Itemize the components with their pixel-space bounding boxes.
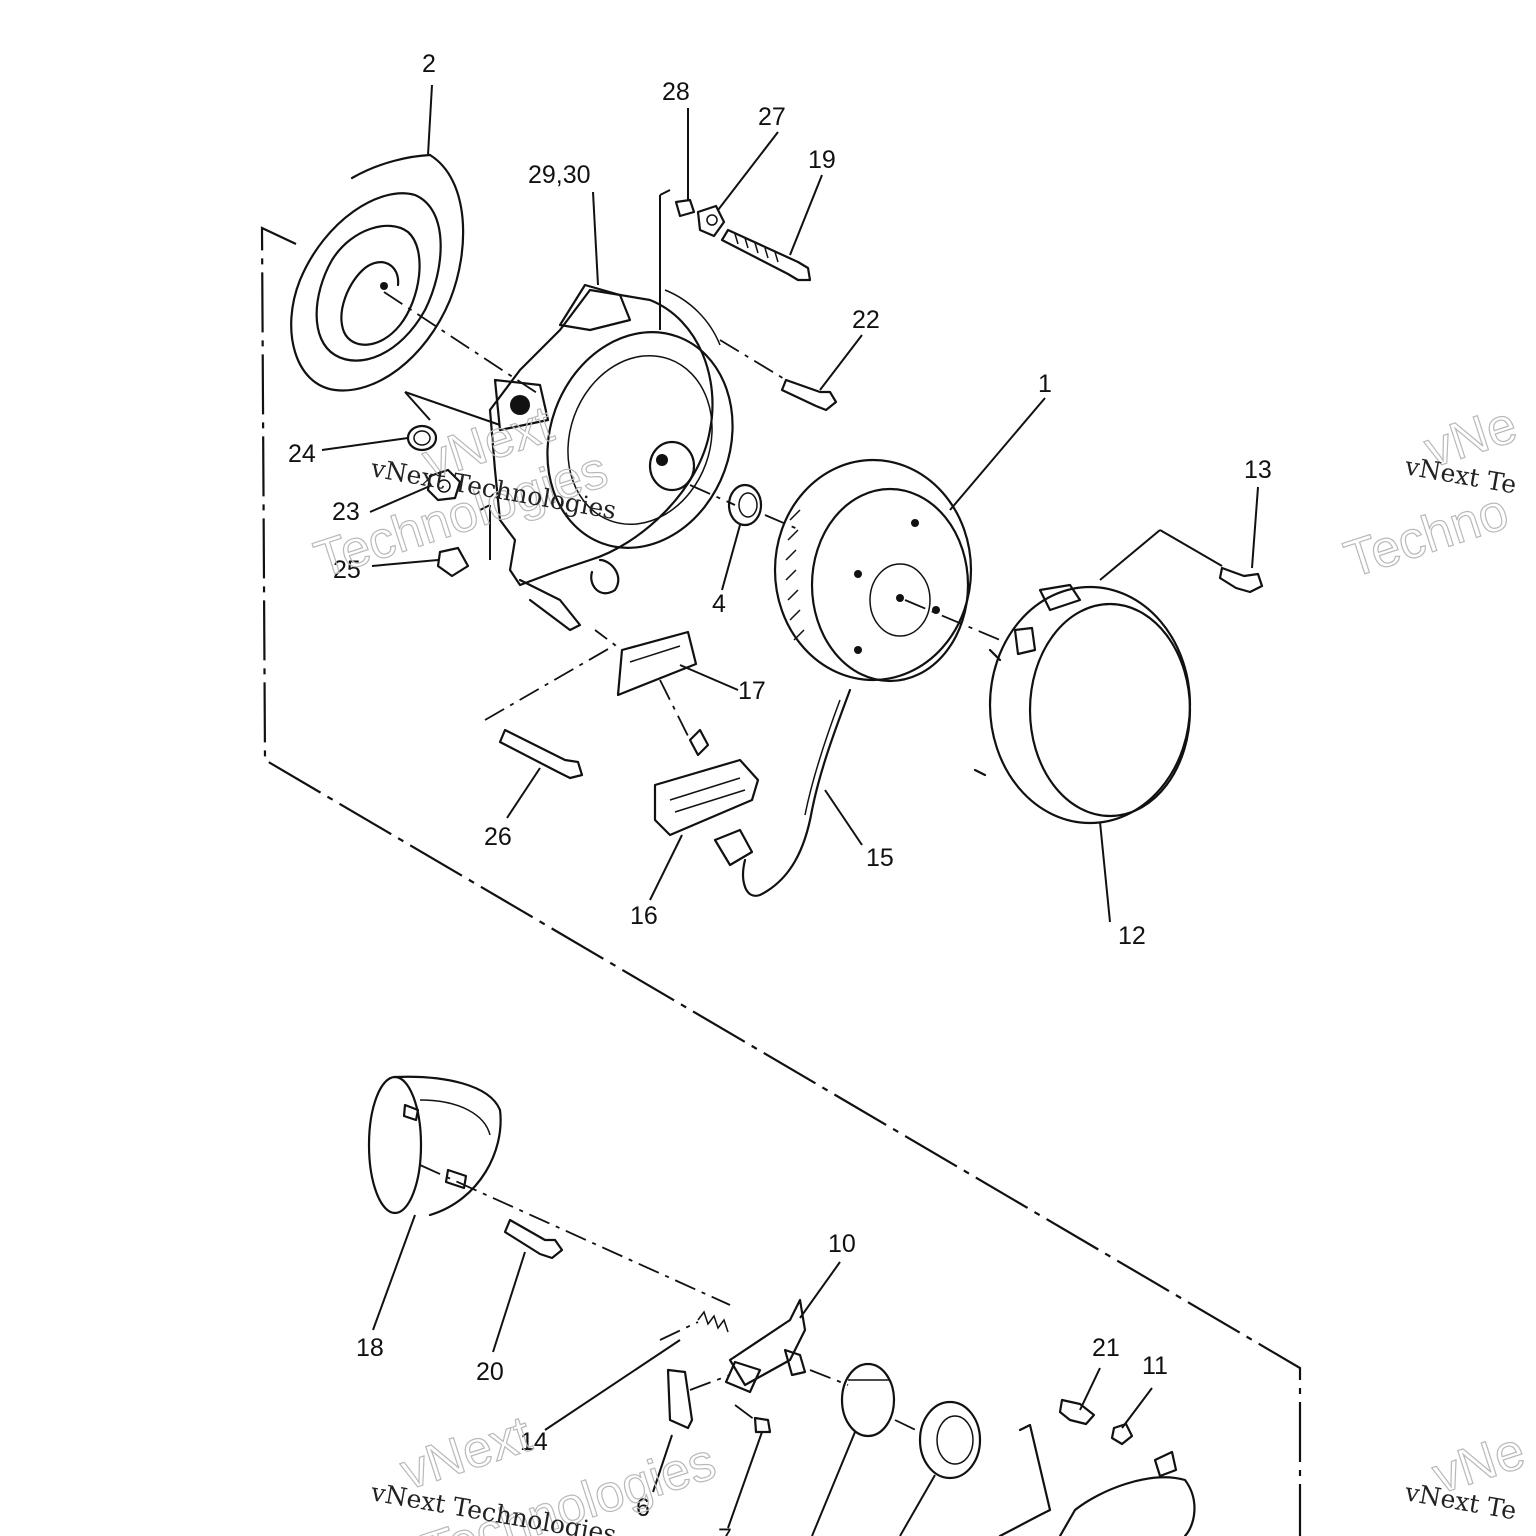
- callout-28: 28: [662, 78, 690, 106]
- washer-part: [894, 1400, 982, 1480]
- bolt-part-21: [1058, 1398, 1096, 1426]
- recoil-spring: [290, 153, 541, 396]
- callout-2: 2: [422, 50, 436, 78]
- callout-11: 11: [1142, 1352, 1168, 1380]
- callout-19: 19: [808, 146, 836, 174]
- bolt-part-22: [719, 339, 838, 412]
- bolt-part-19: [720, 228, 812, 282]
- callout-10: 10: [828, 1230, 856, 1258]
- seal-part-4: [727, 483, 801, 531]
- collar-part: [809, 1362, 896, 1438]
- callout-23: 23: [332, 498, 360, 526]
- pulley-part-1: [773, 458, 1001, 683]
- callout-labels: 2 28 27 19 29,30 22 1 13 24 23 25 4 17 2…: [288, 50, 1272, 1536]
- callout-18: 18: [356, 1334, 384, 1362]
- callout-24: 24: [288, 440, 316, 468]
- callout-21: 21: [1092, 1334, 1120, 1362]
- callout-14: 14: [520, 1428, 548, 1456]
- bracket-part: [998, 1423, 1052, 1536]
- callout-12: 12: [1118, 922, 1146, 950]
- callout-17: 17: [738, 677, 766, 705]
- bolt-part-13: [1099, 529, 1264, 594]
- callout-25: 25: [333, 556, 361, 584]
- assembly-frame: [260, 226, 1302, 1536]
- bolt-part-26: [484, 629, 617, 780]
- ratchet-part-10: [724, 1298, 807, 1394]
- bolt-part-20: [503, 1218, 564, 1260]
- cap-part-28: [674, 198, 696, 218]
- callout-4: 4: [712, 590, 726, 618]
- cup-part-18: [367, 1075, 731, 1306]
- callout-6: 6: [636, 1494, 650, 1522]
- nut-part-27: [696, 204, 726, 238]
- rope-part-15: [742, 688, 852, 897]
- callout-15: 15: [866, 844, 894, 872]
- spring-part-14: [659, 1310, 729, 1341]
- callout-22: 22: [852, 306, 880, 334]
- callout-26: 26: [484, 823, 512, 851]
- bushing-part-25: [436, 504, 491, 578]
- callout-20: 20: [476, 1358, 504, 1386]
- cover-part-12: [973, 583, 1192, 825]
- base-plate-part: [1058, 1450, 1196, 1536]
- starter-housing: [488, 189, 736, 632]
- callout-13: 13: [1244, 456, 1272, 484]
- pawl-part-6: [666, 1368, 731, 1430]
- nut-part-23: [426, 468, 462, 502]
- callout-27: 27: [758, 103, 786, 131]
- callout-7: 7: [718, 1524, 732, 1536]
- guide-plate-part-17: [616, 630, 698, 741]
- handle-part-16: [653, 728, 760, 867]
- callout-1: 1: [1038, 370, 1052, 398]
- watermark-technologies-2: Techno: [1338, 482, 1515, 589]
- callout-16: 16: [630, 902, 658, 930]
- callout-29-30: 29,30: [528, 161, 591, 189]
- leader-lines: [321, 84, 1259, 1536]
- pin-part-7: [734, 1404, 772, 1434]
